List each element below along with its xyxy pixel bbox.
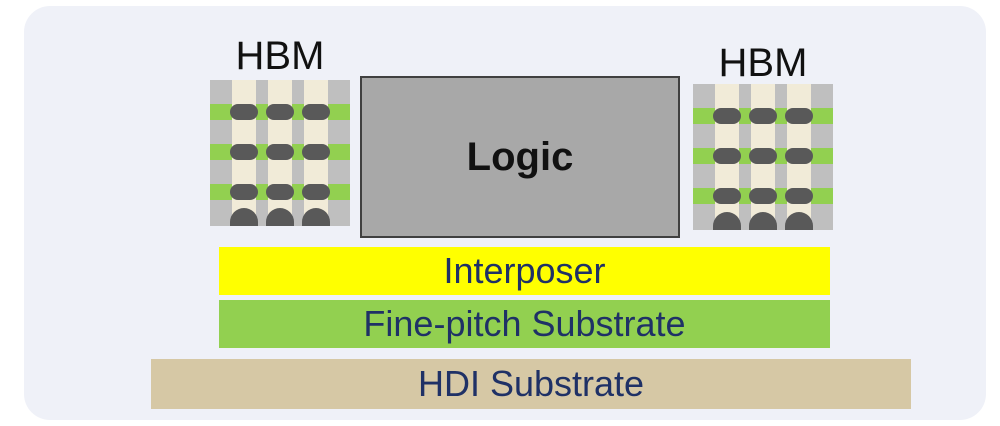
interposer-layer: Interposer	[219, 247, 830, 295]
hbm-solder-bump	[266, 208, 294, 226]
hbm-solder-bump	[230, 208, 258, 226]
hbm-left-label: HBM	[235, 34, 325, 78]
hbm-stack-right	[693, 84, 833, 230]
hbm-solder-bump	[749, 212, 777, 230]
hbm-solder-bump	[713, 212, 741, 230]
hbm-micro-bump	[785, 108, 813, 124]
hbm-micro-bump	[230, 144, 258, 160]
logic-die: Logic	[360, 76, 680, 238]
hbm-micro-bump	[266, 184, 294, 200]
hbm-micro-bump	[230, 184, 258, 200]
hbm-stack-left	[210, 80, 350, 226]
hbm-micro-bump	[302, 184, 330, 200]
hbm-micro-bump	[749, 188, 777, 204]
hbm-micro-bump	[785, 188, 813, 204]
hdi-substrate-label: HDI Substrate	[417, 363, 645, 404]
hbm-micro-bump	[749, 148, 777, 164]
hbm-solder-bump	[302, 208, 330, 226]
hbm-micro-bump	[749, 108, 777, 124]
fine-pitch-substrate-label: Fine-pitch Substrate	[363, 303, 686, 344]
hbm-micro-bump	[713, 148, 741, 164]
hbm-micro-bump	[302, 104, 330, 120]
fine-pitch-substrate-layer: Fine-pitch Substrate	[219, 300, 830, 348]
hbm-right-label: HBM	[718, 41, 808, 85]
hbm-solder-bump	[785, 212, 813, 230]
interposer-label: Interposer	[443, 250, 606, 291]
hbm-micro-bump	[713, 108, 741, 124]
logic-label: Logic	[466, 134, 574, 179]
hbm-micro-bump	[713, 188, 741, 204]
hbm-micro-bump	[230, 104, 258, 120]
hdi-substrate-layer: HDI Substrate	[151, 359, 911, 409]
hbm-micro-bump	[266, 144, 294, 160]
hbm-micro-bump	[302, 144, 330, 160]
hbm-micro-bump	[785, 148, 813, 164]
hbm-micro-bump	[266, 104, 294, 120]
